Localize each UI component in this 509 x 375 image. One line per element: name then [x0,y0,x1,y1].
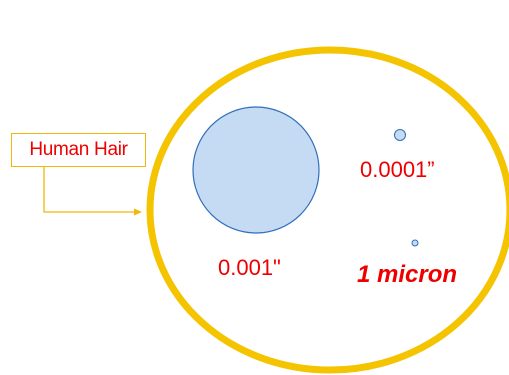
hair-size-label: 0.001" [218,255,281,280]
particle-micron-circle [411,239,419,247]
callout-line [43,167,134,213]
particle-0001-label: 0.0001” [360,157,435,182]
magnified-view-ring [146,46,509,374]
human-hair-label-box: Human Hair [11,133,146,167]
human-hair-circle [192,106,320,234]
arrow-right-icon [134,208,142,216]
particle-0001-circle [394,129,406,141]
micron-label: 1 micron [357,261,458,288]
human-hair-label: Human Hair [29,139,128,160]
